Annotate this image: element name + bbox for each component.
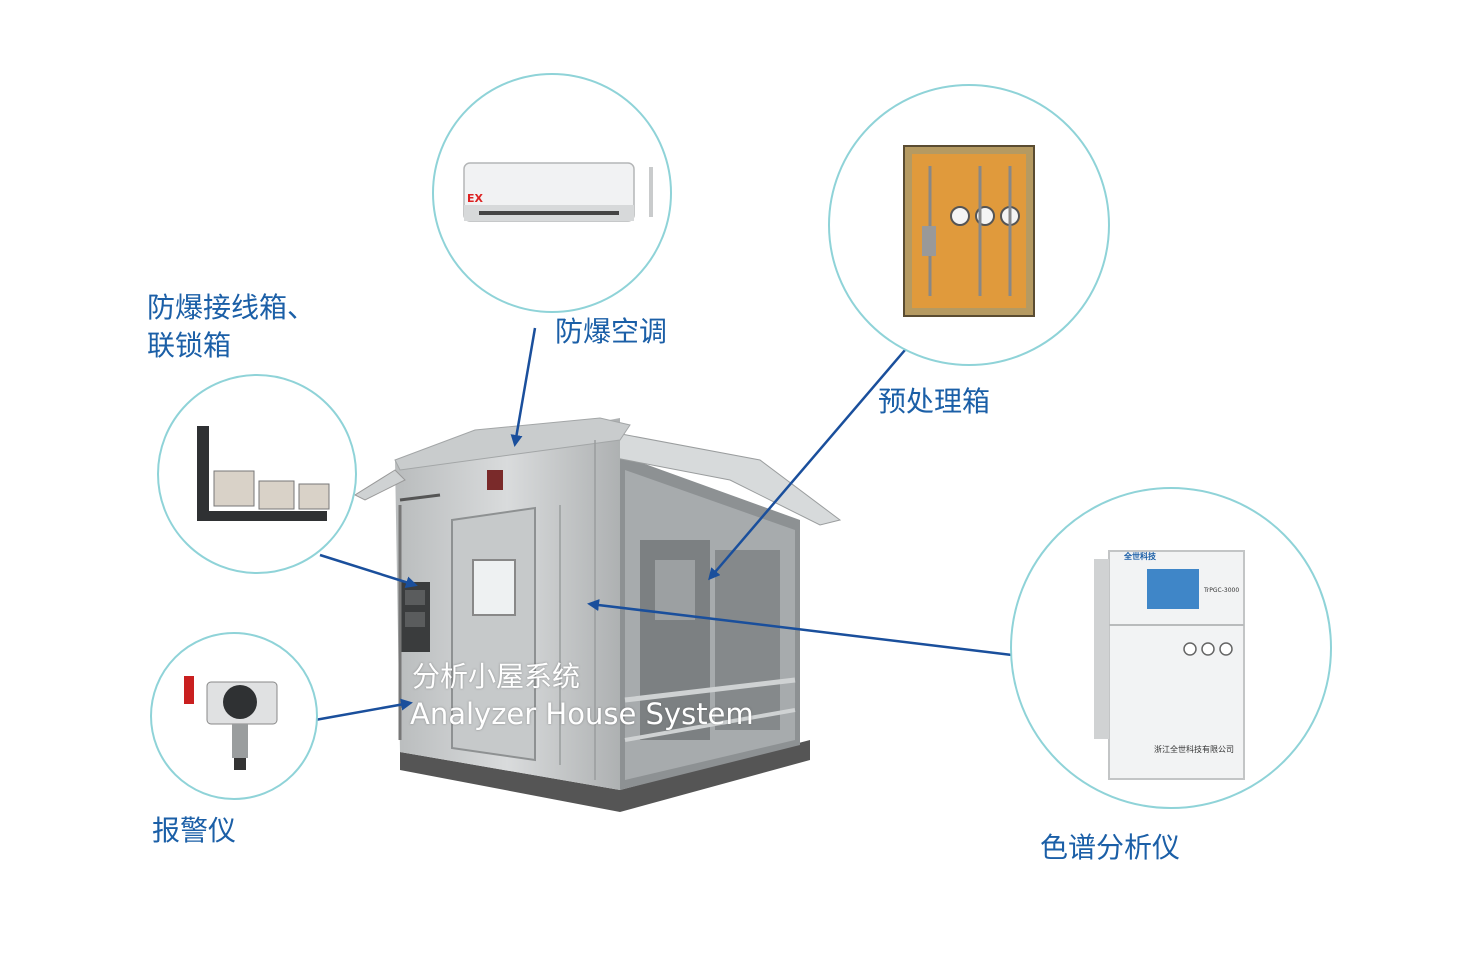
alarm-image bbox=[184, 676, 278, 770]
alarm-circle bbox=[150, 632, 318, 800]
label-junction-line2: 联锁箱 bbox=[147, 329, 232, 362]
gc-company-text: 浙江全世科技有限公司 bbox=[1154, 745, 1234, 754]
label-aircon: 防爆空调 bbox=[555, 315, 668, 348]
aircon-ex-badge: EX bbox=[467, 192, 483, 205]
arrow-aircon bbox=[510, 327, 537, 447]
junction-box-circle bbox=[157, 374, 357, 574]
gc-model-text: TrPGC-3000 bbox=[1204, 587, 1240, 594]
arrow-pretreatment bbox=[708, 349, 906, 581]
house-title-cn: 分析小屋系统 bbox=[412, 660, 581, 693]
label-alarm: 报警仪 bbox=[152, 814, 237, 847]
label-pretreatment: 预处理箱 bbox=[878, 385, 991, 418]
chromatograph-circle: 全世科技 TrPGC-3000 浙江全世科技有限公司 bbox=[1010, 487, 1332, 809]
aircon-image bbox=[463, 162, 653, 222]
house-title-en: Analyzer House System bbox=[410, 697, 754, 731]
arrow-junction bbox=[319, 553, 418, 589]
label-junction-line1: 防爆接线箱、 bbox=[147, 291, 316, 324]
aircon-circle: EX bbox=[432, 73, 672, 313]
junction-box-image bbox=[197, 426, 330, 521]
arrow-alarm bbox=[314, 698, 413, 722]
arrow-chromatograph bbox=[587, 599, 1013, 657]
label-chromatograph: 色谱分析仪 bbox=[1040, 831, 1181, 864]
gc-brand-text: 全世科技 bbox=[1124, 552, 1156, 561]
chromatograph-image bbox=[1094, 550, 1245, 780]
pretreatment-image bbox=[903, 145, 1035, 317]
pretreatment-circle bbox=[828, 84, 1110, 366]
